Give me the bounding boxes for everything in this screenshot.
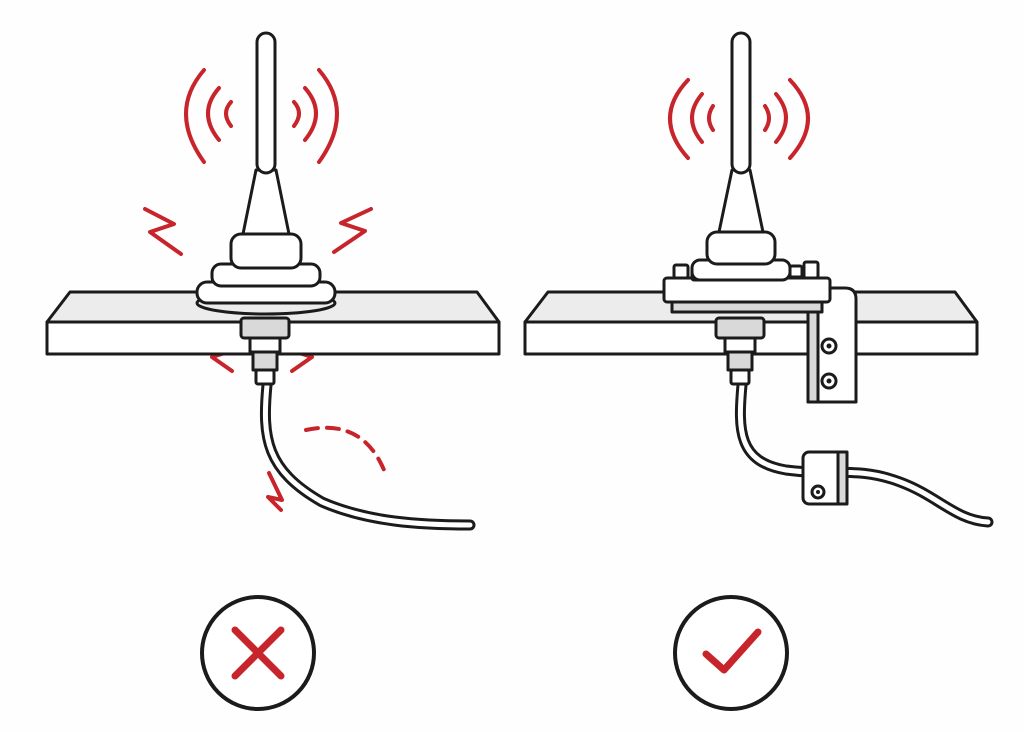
panel-incorrect (45, 31, 501, 711)
coax-cable (734, 379, 994, 528)
cable-clamp (801, 450, 849, 506)
signal-waves-icon (668, 78, 810, 160)
antenna-base-plate (662, 260, 832, 314)
antenna (717, 31, 765, 234)
vibration-waves-icon (184, 68, 339, 164)
verdict-correct-checkmark-icon (673, 595, 789, 711)
antenna-base (690, 230, 792, 282)
mounting-bracket (806, 286, 858, 404)
cable-connector (239, 316, 291, 386)
base-bolt-icon (788, 260, 820, 280)
antenna (241, 31, 291, 236)
antenna-base (195, 232, 337, 316)
panel-correct (523, 31, 994, 711)
coax-cable (259, 379, 476, 531)
cable-connector (714, 316, 766, 386)
verdict-incorrect-cross-icon (200, 595, 316, 711)
